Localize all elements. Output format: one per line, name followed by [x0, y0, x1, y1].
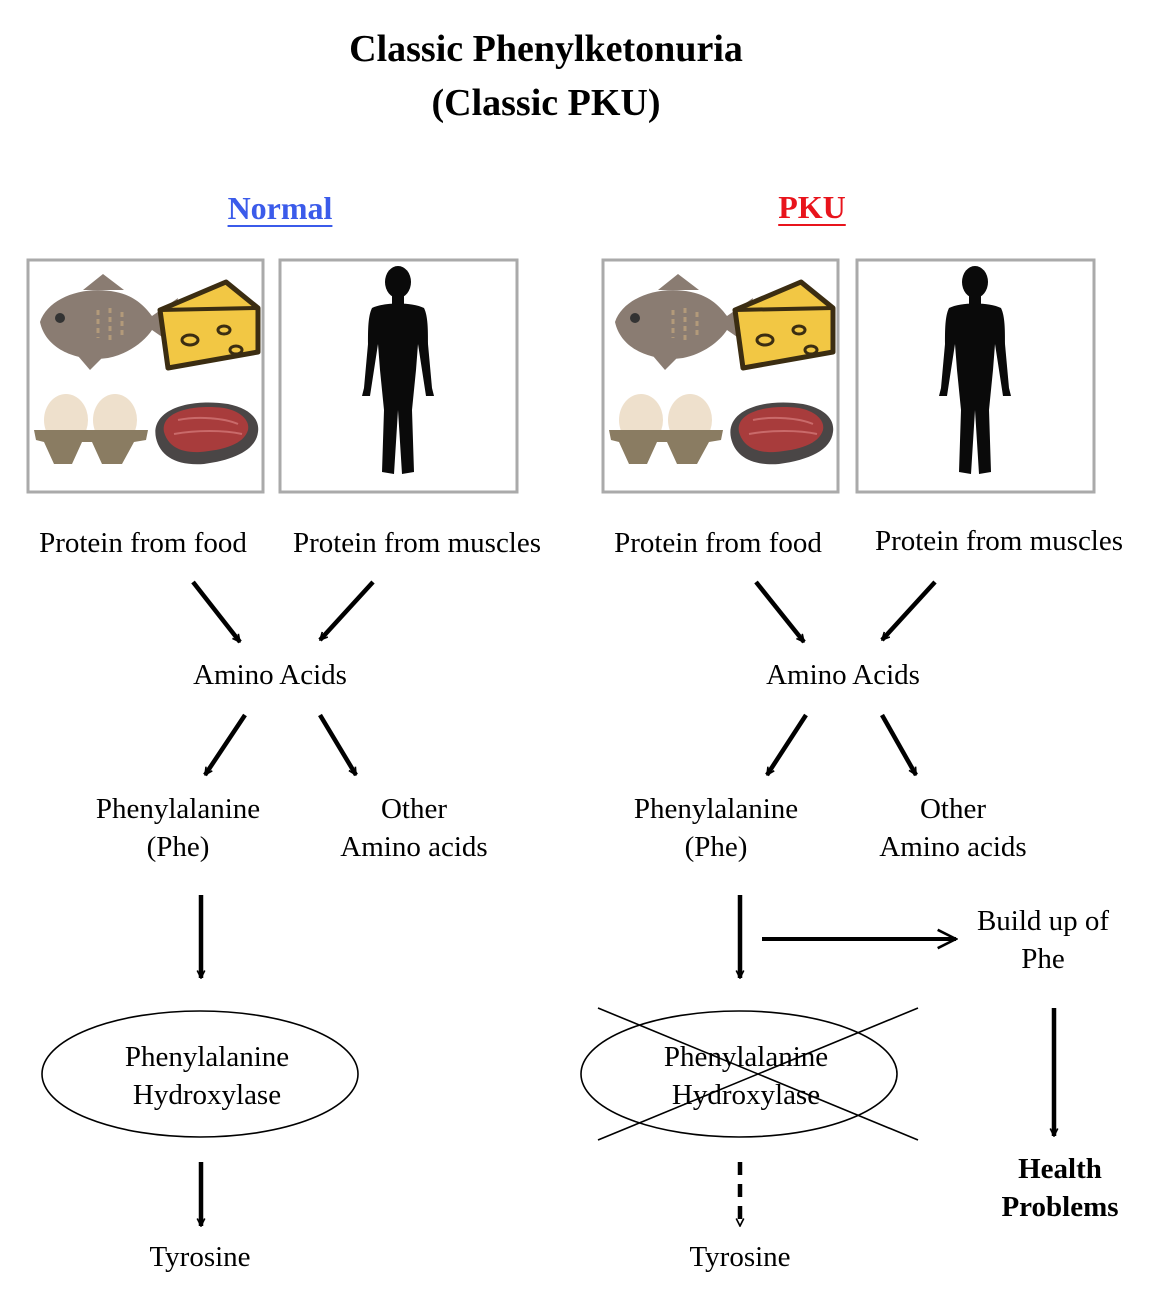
pku-phe-line-1: Phenylalanine [633, 793, 799, 825]
arrow-amino-to-other [318, 713, 358, 775]
pku-amino-acids: Amino Acids [766, 659, 920, 691]
pku-enzyme-line-1: Phenylalanine [663, 1041, 829, 1073]
arrow-food-to-amino [191, 580, 242, 642]
arrow-food-to-amino [754, 580, 806, 642]
pku-buildup-line-1: Build up of [976, 905, 1110, 937]
pku-product: Tyrosine [689, 1241, 791, 1273]
arrow-amino-to-other [880, 713, 918, 775]
normal-muscle-panel [278, 258, 519, 494]
normal-food-panel [28, 260, 263, 492]
cross-out-icon [597, 1007, 919, 1141]
title-line-2: (Classic PKU) [431, 82, 661, 124]
pku-muscle-label: Protein from muscles [874, 525, 1124, 557]
normal-other-line-1: Other [380, 793, 448, 825]
pku-muscle-panel [855, 258, 1096, 494]
pku-other-line-2: Amino acids [879, 831, 1027, 863]
normal-phe-line-1: Phenylalanine [95, 793, 261, 825]
arrow-amino-to-phe [203, 713, 247, 775]
normal-other-line-2: Amino acids [340, 831, 488, 863]
pku-buildup-line-2: Phe [1021, 943, 1065, 975]
pku-food-label: Protein from food [614, 527, 822, 559]
pku-enzyme-ellipse [580, 1010, 898, 1138]
normal-food-label: Protein from food [39, 527, 247, 559]
pku-phe-line-2: (Phe) [684, 831, 748, 863]
pku-outcome-line-2: Problems [1001, 1191, 1119, 1223]
normal-amino-acids: Amino Acids [193, 659, 347, 691]
normal-enzyme-ellipse [41, 1010, 359, 1138]
normal-phe-line-2: (Phe) [146, 831, 210, 863]
pku-food-panel [603, 260, 838, 492]
normal-enzyme-line-1: Phenylalanine [124, 1041, 290, 1073]
pku-heading: PKU [778, 189, 846, 225]
arrow-muscle-to-amino [318, 580, 375, 642]
normal-heading: Normal [227, 190, 333, 226]
normal-enzyme-line-2: Hydroxylase [132, 1079, 282, 1111]
normal-product: Tyrosine [149, 1241, 251, 1273]
arrow-muscle-to-amino [880, 580, 937, 642]
pku-enzyme-line-2: Hydroxylase [671, 1079, 821, 1111]
pku-arrows [740, 580, 1054, 1226]
title-line-1: Classic Phenylketonuria [349, 28, 743, 70]
normal-arrows [191, 580, 375, 1226]
normal-muscle-label: Protein from muscles [292, 527, 542, 559]
pku-outcome-line-1: Health [1018, 1153, 1102, 1185]
arrow-amino-to-phe [765, 713, 808, 775]
pku-other-line-1: Other [919, 793, 987, 825]
